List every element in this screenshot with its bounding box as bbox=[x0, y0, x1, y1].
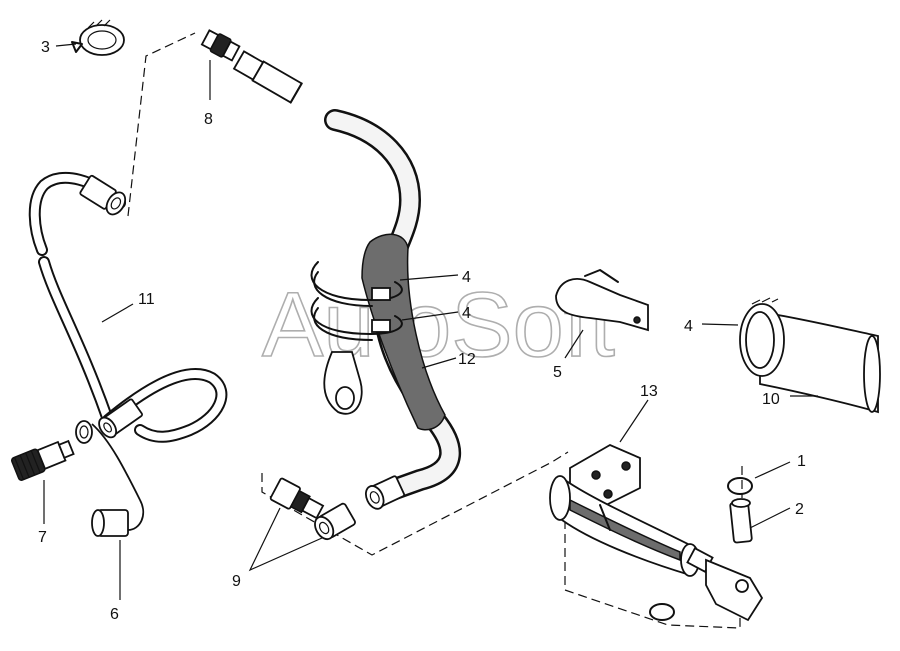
circlip-1 bbox=[727, 477, 753, 495]
callout-1: 1 bbox=[797, 453, 806, 470]
callout-10: 10 bbox=[762, 391, 780, 408]
fitting-8 bbox=[200, 29, 303, 104]
callout-12: 12 bbox=[458, 351, 476, 368]
hose-clamp-3 bbox=[71, 19, 125, 56]
callout-7: 7 bbox=[38, 529, 47, 546]
callout-5: 5 bbox=[553, 364, 562, 381]
bracket-5 bbox=[555, 269, 649, 332]
leader-lines bbox=[43, 43, 818, 600]
assembly-guide-lines bbox=[127, 32, 743, 629]
callout-2: 2 bbox=[795, 501, 804, 518]
cylinder-13 bbox=[549, 443, 764, 622]
hose-12 bbox=[324, 109, 461, 510]
hose-10 bbox=[739, 297, 881, 414]
callout-11: 11 bbox=[138, 291, 155, 308]
hose-clamps-4 bbox=[310, 261, 403, 415]
callout-13: 13 bbox=[640, 383, 658, 400]
callout-labels: 1 2 3 4 4 4 5 6 7 8 9 10 11 12 13 bbox=[38, 39, 806, 623]
pipe-11 bbox=[28, 171, 228, 443]
callout-9: 9 bbox=[232, 573, 241, 590]
banjo-bolt-6 bbox=[91, 423, 145, 537]
banjo-fitting-7 bbox=[10, 420, 93, 481]
callout-4-right: 4 bbox=[684, 318, 693, 335]
circlip-lower bbox=[649, 603, 675, 621]
callout-4-middle: 4 bbox=[462, 305, 471, 322]
callout-8: 8 bbox=[204, 111, 213, 128]
fittings-9 bbox=[269, 477, 356, 541]
callout-6: 6 bbox=[110, 606, 119, 623]
callout-4-upper: 4 bbox=[462, 269, 471, 286]
pin-2 bbox=[729, 498, 753, 544]
callout-3: 3 bbox=[41, 39, 50, 56]
